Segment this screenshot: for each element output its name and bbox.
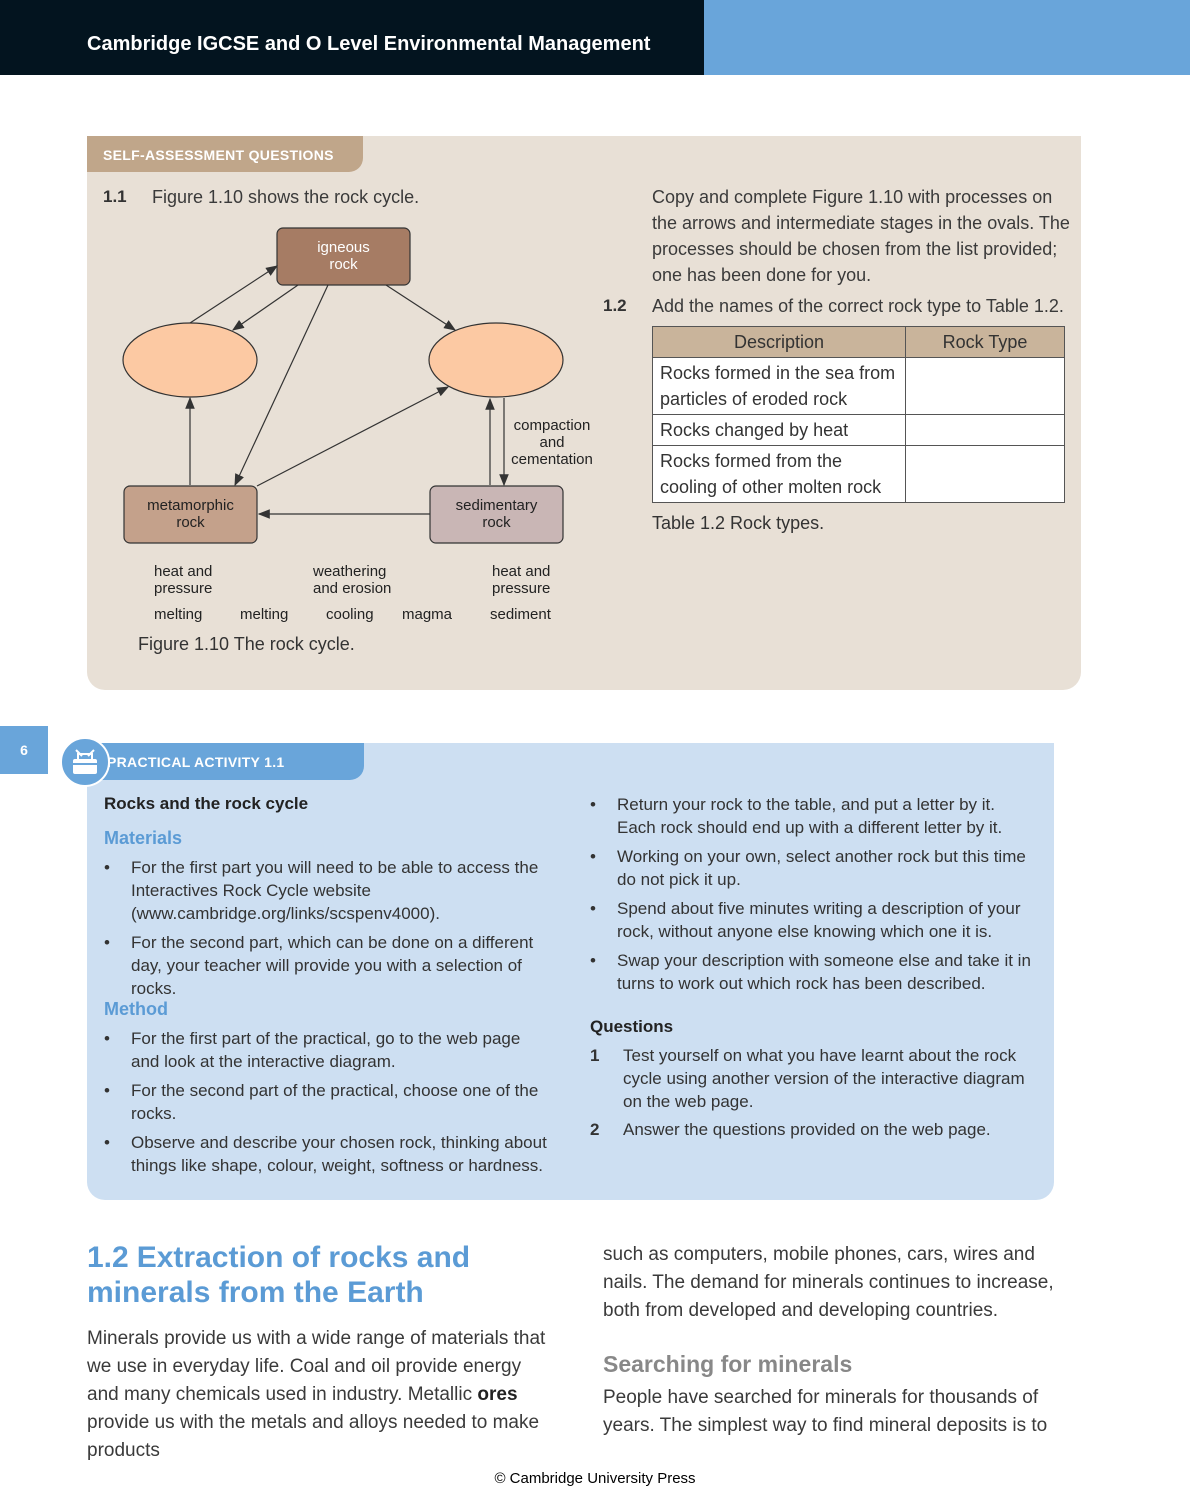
book-title: Cambridge IGCSE and O Level Environmenta… bbox=[87, 33, 651, 55]
question-1-2-text: Add the names of the correct rock type t… bbox=[652, 296, 1064, 316]
list-item: 2 Answer the questions provided on the we… bbox=[590, 1118, 1038, 1141]
word-magma: magma bbox=[402, 606, 453, 623]
section-paragraph-2: such as computers, mobile phones, cars, … bbox=[603, 1244, 1054, 1321]
table-cell-rock-type[interactable] bbox=[905, 445, 1065, 503]
word-melting-2: melting bbox=[240, 606, 289, 623]
rock-types-table: Description Rock Type Rocks formed in th… bbox=[652, 326, 1065, 503]
figure-caption: Figure 1.10 The rock cycle. bbox=[138, 634, 355, 654]
list-item: Swap your description with someone else … bbox=[590, 949, 1038, 995]
table-row: Rocks formed from the cooling of other m… bbox=[652, 445, 1065, 503]
header-accent bbox=[704, 0, 1190, 75]
toolbox-icon bbox=[60, 737, 110, 787]
table-row: Rocks formed in the sea from particles o… bbox=[652, 357, 1065, 415]
section-title: Extraction of rocks and minerals from th… bbox=[87, 1241, 471, 1309]
section-paragraph-3: People have searched for minerals for th… bbox=[603, 1387, 1048, 1436]
table-caption: Table 1.2 Rock types. bbox=[652, 513, 825, 533]
practical-activity-tab: PRACTICAL ACTIVITY 1.1 bbox=[87, 743, 364, 780]
list-item: For the second part, which can be done o… bbox=[104, 931, 552, 1000]
materials-heading: Materials bbox=[104, 828, 183, 848]
list-item: For the second part of the practical, ch… bbox=[104, 1079, 552, 1125]
question-text: Test yourself on what you have learnt ab… bbox=[623, 1046, 1025, 1111]
practical-activity-label: PRACTICAL ACTIVITY 1.1 bbox=[107, 754, 285, 770]
table-header-rock-type: Rock Type bbox=[905, 326, 1065, 358]
table-cell-description: Rocks formed in the sea from particles o… bbox=[652, 357, 906, 415]
list-item: For the first part you will need to be a… bbox=[104, 856, 552, 925]
self-assessment-tab: SELF-ASSESSMENT QUESTIONS bbox=[87, 136, 363, 172]
method-list-continued: Return your rock to the table, and put a… bbox=[590, 793, 1038, 1001]
table-header-row: Description Rock Type bbox=[652, 326, 1065, 358]
list-item: Spend about five minutes writing a descr… bbox=[590, 897, 1038, 943]
question-1-1-text: Figure 1.10 shows the rock cycle. bbox=[152, 187, 420, 207]
table-row: Rocks changed by heat bbox=[652, 414, 1065, 446]
subheading-searching-minerals: Searching for minerals bbox=[603, 1351, 853, 1377]
materials-list: For the first part you will need to be a… bbox=[104, 856, 552, 1006]
arrow-oval-to-igneous bbox=[189, 265, 279, 324]
section-paragraph-1: Minerals provide us with a wide range of… bbox=[87, 1328, 546, 1461]
footer-copyright: © Cambridge University Press bbox=[494, 1470, 696, 1487]
table-cell-description: Rocks formed from the cooling of other m… bbox=[652, 445, 906, 503]
metamorphic-rock-box bbox=[123, 485, 258, 544]
intermediate-oval-right bbox=[428, 322, 564, 398]
igneous-rock-box bbox=[276, 227, 411, 286]
method-list: For the first part of the practical, go … bbox=[104, 1027, 552, 1183]
table-cell-rock-type[interactable] bbox=[905, 414, 1065, 446]
questions-list: 1 Test yourself on what you have learnt a… bbox=[590, 1044, 1038, 1146]
question-number-1-2: 1.2 bbox=[603, 296, 627, 315]
word-cooling: cooling bbox=[326, 606, 374, 623]
table-cell-description: Rocks changed by heat bbox=[652, 414, 906, 446]
question-number: 2 bbox=[590, 1120, 600, 1139]
questions-heading: Questions bbox=[590, 1017, 674, 1036]
question-number: 1 bbox=[590, 1046, 600, 1065]
table-header-description: Description bbox=[652, 326, 906, 358]
header-bar bbox=[0, 0, 704, 75]
word-melting-1: melting bbox=[154, 606, 203, 623]
section-number: 1.2 bbox=[87, 1241, 129, 1274]
list-item: Observe and describe your chosen rock, t… bbox=[104, 1131, 552, 1177]
method-heading: Method bbox=[104, 999, 168, 1019]
list-item: Working on your own, select another rock… bbox=[590, 845, 1038, 891]
intermediate-oval-left bbox=[122, 322, 258, 398]
practical-title: Rocks and the rock cycle bbox=[104, 794, 309, 813]
list-item: Return your rock to the table, and put a… bbox=[590, 793, 1038, 839]
arrow-igneous-to-right-oval bbox=[385, 284, 457, 331]
page-number: 6 bbox=[0, 726, 48, 774]
question-number-1-1: 1.1 bbox=[103, 187, 127, 206]
question-text: Answer the questions provided on the web… bbox=[623, 1120, 991, 1139]
arrow-igneous-to-metamorphic bbox=[234, 284, 329, 487]
word-sediment: sediment bbox=[490, 606, 551, 623]
arrow-metamorphic-to-right-oval bbox=[256, 386, 450, 487]
table-cell-rock-type[interactable] bbox=[905, 357, 1065, 415]
question-1-1-instructions: Copy and complete Figure 1.10 with proce… bbox=[652, 187, 1070, 285]
rock-cycle-diagram bbox=[122, 227, 564, 544]
keyword-ores: ores bbox=[477, 1384, 518, 1405]
list-item: For the first part of the practical, go … bbox=[104, 1027, 552, 1073]
arrow-igneous-to-oval bbox=[232, 284, 299, 331]
list-item: 1 Test yourself on what you have learnt a… bbox=[590, 1044, 1038, 1113]
